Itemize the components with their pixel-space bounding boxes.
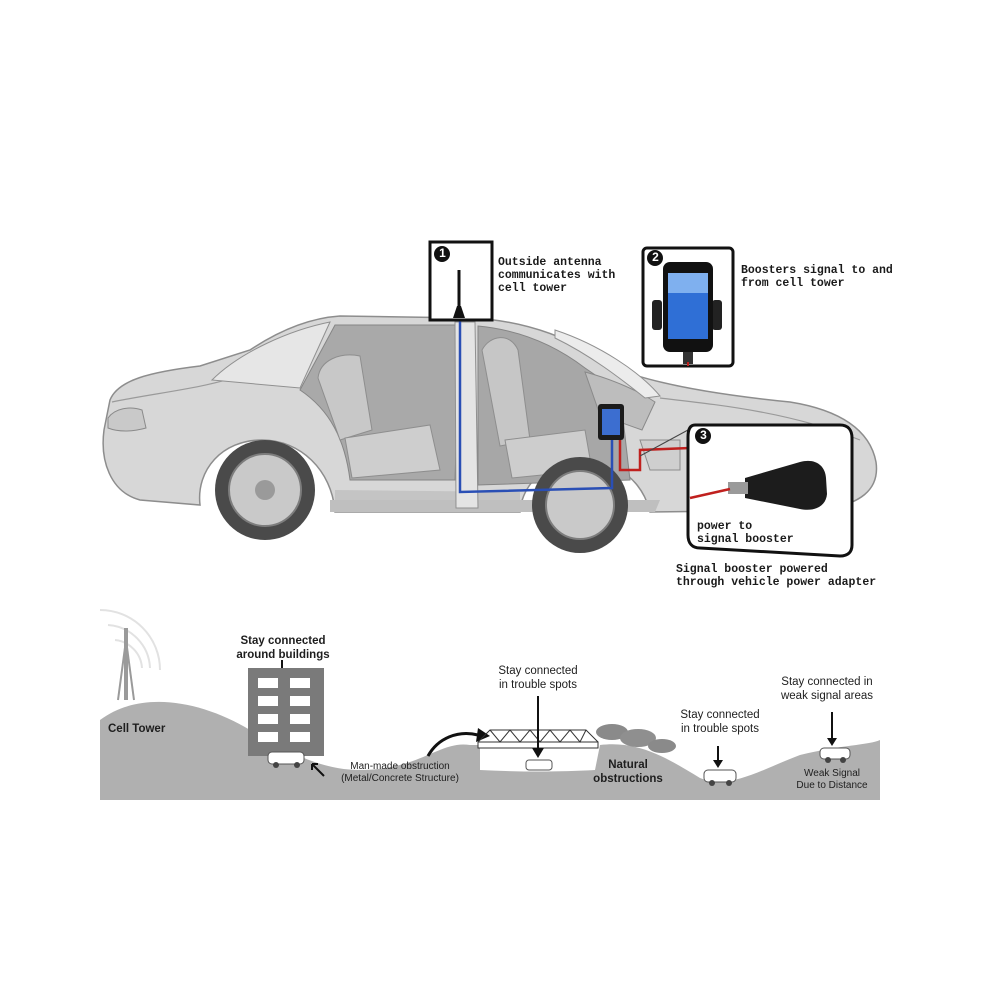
curved-arrow-head — [476, 728, 490, 742]
arrow-weak-head — [827, 738, 837, 746]
callout-1-number: 1 — [439, 246, 446, 260]
building-window — [258, 732, 278, 742]
callout-3-leader — [639, 429, 689, 457]
callout-2-booster — [641, 246, 735, 368]
power-adapter-body — [745, 460, 827, 510]
phone-screen-glow — [668, 273, 708, 293]
label-cell-tower: Cell Tower — [108, 723, 166, 735]
front-seat-back — [481, 337, 531, 447]
tower-waves-inner — [114, 639, 143, 669]
building — [248, 668, 324, 756]
antenna-base — [453, 306, 465, 318]
red-cable — [618, 440, 691, 472]
callout-2-number: 2 — [652, 250, 659, 264]
mounted-phone-screen — [602, 409, 620, 435]
scene-car-1 — [267, 751, 305, 768]
building-window — [290, 696, 310, 706]
cell-tower — [99, 609, 161, 701]
tower-strut-r — [125, 639, 135, 701]
front-fender — [639, 439, 681, 471]
label-obstruction: Man-made obstruction (Metal/Concrete Str… — [341, 761, 459, 784]
tail-light — [107, 407, 147, 432]
front-wheel-rim — [545, 470, 615, 540]
cradle-arm-right — [712, 300, 722, 330]
label-natural: Natural obstructions — [593, 759, 663, 785]
tower-waves-mid — [107, 624, 151, 669]
tower-waves-outer — [99, 609, 161, 671]
windshield — [554, 329, 661, 399]
arrow-trouble-1-head — [532, 748, 544, 758]
b-pillar — [454, 321, 479, 509]
callout-1-text: Outside antenna communicates with cell t… — [498, 256, 616, 295]
rear-seat-back — [317, 354, 373, 441]
callout-1-antenna — [428, 240, 494, 322]
label-trouble-spots-1: Stay connected in trouble spots — [498, 665, 578, 691]
callout-3-adapter — [639, 423, 854, 558]
callout-3-number: 3 — [700, 428, 707, 442]
tower-strut-l — [117, 639, 127, 701]
callout-2-number-bg — [647, 250, 663, 266]
arrow-obstruction — [311, 763, 325, 777]
callout-2-text: Boosters signal to and from cell tower — [741, 264, 893, 290]
power-adapter-tip — [728, 482, 748, 494]
label-trouble-spots-2: Stay connected in trouble spots — [680, 709, 760, 735]
curved-arrow — [426, 732, 479, 757]
blue-cable — [458, 305, 614, 494]
arrow-trouble-2-head — [713, 760, 723, 768]
building-window — [290, 678, 310, 688]
label-buildings: Stay connected around buildings — [236, 635, 330, 661]
building-window — [258, 696, 278, 706]
callout-1-number-bg — [434, 246, 450, 262]
coverage-scene — [99, 609, 880, 800]
cradle-stand — [683, 352, 693, 364]
scene-car-3 — [703, 769, 737, 786]
scene-car-2 — [525, 759, 553, 771]
callout-3-caption: Signal booster powered through vehicle p… — [676, 563, 877, 589]
building-window — [258, 714, 278, 724]
label-weak-signal: Weak Signal Due to Distance — [796, 768, 868, 791]
rear-seat-cushion — [344, 424, 441, 479]
callout-3-inner-text: power to signal booster — [697, 520, 794, 546]
terrain — [100, 701, 880, 800]
trees — [596, 724, 676, 753]
car-illustration — [102, 305, 878, 553]
rear-window — [210, 321, 331, 389]
building-window — [290, 714, 310, 724]
power-adapter-cable — [689, 487, 731, 500]
label-weak-areas: Stay connected in weak signal areas — [780, 676, 874, 702]
building-window — [258, 678, 278, 688]
cradle-arm-left — [652, 300, 662, 330]
building-window — [290, 732, 310, 742]
callout-3-number-bg — [695, 428, 711, 444]
rear-wheel-hub — [255, 480, 275, 500]
scene-car-4 — [819, 747, 851, 763]
